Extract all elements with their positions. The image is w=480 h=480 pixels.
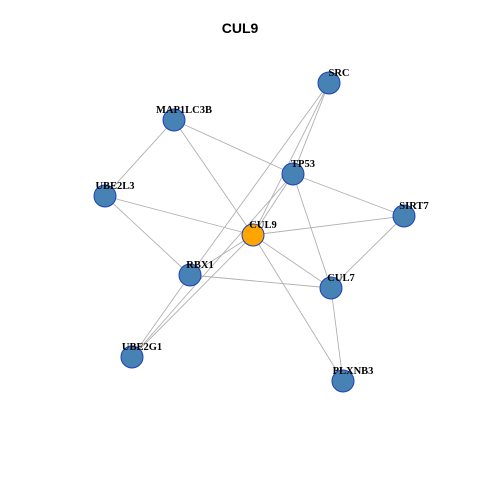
edge-tp53-sirt7 [292, 173, 405, 217]
edge-rbx1-ube2g1 [131, 274, 191, 358]
node-cul7: CUL7 [319, 273, 355, 300]
node-label: SRC [328, 68, 349, 79]
node-circle [162, 108, 186, 132]
edge-map1lc3b-tp53 [173, 119, 294, 175]
node-label: UBE2L3 [95, 181, 134, 192]
edge-ube2l3-rbx1 [104, 195, 191, 276]
node-circle [317, 71, 341, 95]
node-circle [120, 345, 144, 369]
edge-tp53-cul9 [252, 173, 294, 236]
node-label: CUL7 [327, 273, 354, 284]
edge-cul9-sirt7 [252, 215, 405, 236]
edge-cul9-plxnb3 [252, 234, 344, 382]
edge-cul9-ube2g1 [131, 234, 254, 358]
node-circle [319, 276, 343, 300]
edge-rbx1-cul7 [189, 274, 332, 289]
node-sirt7: SIRT7 [392, 201, 429, 228]
node-layer: CUL9 SRC MAP1LC3B TP53UBE2L3SIRT7RBX1CUL7UB… [93, 68, 429, 393]
node-circle [281, 162, 305, 186]
edge-tp53-ube2g1 [131, 173, 294, 358]
edge-layer [104, 82, 405, 382]
edge-sirt7-cul7 [330, 215, 405, 289]
edge-cul9-rbx1 [189, 234, 254, 276]
node-label: PLXNB3 [333, 366, 374, 377]
edge-src-tp53 [292, 82, 330, 175]
node-label: SIRT7 [399, 201, 428, 212]
edge-map1lc3b-cul9 [173, 119, 254, 236]
node-label: CUL9 [249, 220, 276, 231]
edge-cul9-cul7 [252, 234, 332, 289]
node-src: SRC [317, 68, 350, 95]
edge-cul7-plxnb3 [330, 287, 344, 382]
edge-tp53-cul7 [292, 173, 332, 289]
node-label: TP53 [291, 159, 315, 170]
node-plxnb3: PLXNB3 [331, 366, 374, 393]
node-map1lc3b: MAP1LC3B [156, 105, 212, 132]
edge-src-rbx1 [189, 82, 330, 276]
node-circle [178, 263, 202, 287]
node-cul9: CUL9 [241, 220, 277, 247]
node-ube2l3: UBE2L3 [93, 181, 135, 208]
node-label: RBX1 [186, 260, 213, 271]
node-circle [331, 369, 355, 393]
node-circle [93, 184, 117, 208]
node-ube2g1: UBE2G1 [120, 342, 162, 369]
node-circle [241, 223, 265, 247]
edge-ube2l3-cul9 [104, 195, 254, 236]
node-rbx1: RBX1 [178, 260, 214, 287]
node-circle [392, 204, 416, 228]
node-label: MAP1LC3B [156, 105, 212, 116]
edge-map1lc3b-ube2l3 [104, 119, 175, 197]
edge-src-cul9 [252, 82, 330, 236]
graph-title: CUL9 [221, 20, 259, 36]
node-tp53: TP53 [281, 159, 315, 186]
node-label: UBE2G1 [122, 342, 162, 353]
